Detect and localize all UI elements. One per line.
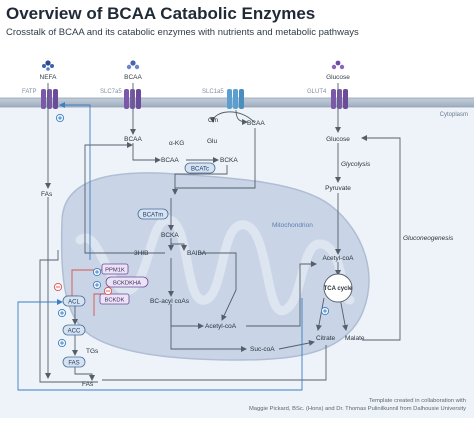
label-glut4: GLUT4 — [307, 89, 327, 95]
plus-regulation-icon — [320, 306, 330, 316]
page-title: Overview of BCAA Catabolic Enzymes — [6, 4, 316, 23]
met-baiba: BAIBA — [187, 250, 207, 257]
mitochondrion-cristae — [75, 215, 355, 316]
minus-regulation-icon — [103, 286, 113, 296]
tca-cycle: TCA cycle — [323, 273, 353, 303]
enzyme-bckdkha: BCKDKHA — [105, 276, 149, 288]
credit-line-1: Template created in collaboration with — [369, 398, 466, 404]
met-bcaa-cyto: BCAA — [124, 136, 142, 143]
slc1a5-transporter — [227, 89, 244, 109]
nefa-molecule-icon — [42, 60, 54, 71]
met-acetylcoa-mito: Acetyl-coA — [205, 323, 237, 330]
met-bcaa-ex: BCAA — [247, 120, 265, 127]
met-pyruvate: Pyruvate — [325, 185, 351, 192]
pathway-arrows — [39, 83, 401, 383]
glucose-molecule-icon — [331, 60, 345, 70]
svg-text:ACC: ACC — [68, 329, 81, 335]
svg-text:BCKDK: BCKDK — [105, 298, 125, 304]
met-acetylcoa-tca: Acetyl-coA — [322, 255, 354, 262]
met-akg: α-KG — [169, 140, 184, 147]
tca-label: TCA cycle — [324, 286, 353, 292]
svg-text:BCKDKHA: BCKDKHA — [113, 281, 141, 287]
met-bcaa-mid: BCAA — [161, 157, 179, 164]
enzyme-bcatm: BCATm — [137, 208, 169, 220]
enzyme-bckdk: BCKDK — [99, 293, 130, 305]
plus-regulation-icon — [57, 338, 67, 348]
enzyme-bcatc: BCATc — [184, 162, 216, 174]
svg-text:FAS: FAS — [68, 361, 79, 367]
met-malate: Malate — [345, 335, 365, 342]
svg-text:PPM1K: PPM1K — [105, 268, 125, 274]
svg-text:BCATc: BCATc — [191, 167, 209, 173]
met-tgs: TGs — [86, 348, 99, 355]
stimulatory-arrows — [17, 102, 303, 391]
met-fas-bottom: FAs — [82, 381, 94, 388]
svg-text:BCATm: BCATm — [143, 213, 164, 219]
met-bcka-mito: BCKA — [161, 232, 179, 239]
pathway-gluconeogenesis: Gluconeogenesis — [403, 235, 454, 242]
page-subtitle: Crosstalk of BCAA and its catabolic enzy… — [6, 27, 359, 38]
credit-line-2: Maggie Pickard, BSc. (Hons) and Dr. Thom… — [248, 406, 466, 412]
met-citrate: Citrate — [316, 335, 336, 342]
met-glucose: Glucose — [326, 136, 350, 143]
met-fas-top: FAs — [41, 191, 53, 198]
enzyme-ppm1k: PPM1K — [101, 263, 129, 275]
mitochondrion-label: Mitochondrion — [272, 222, 313, 229]
met-succoa: Suc-coA — [250, 346, 275, 353]
met-gln: Gln — [208, 117, 219, 124]
enzyme-fas: FAS — [62, 356, 86, 368]
nutrient-glucose: Glucose — [326, 74, 350, 81]
label-slc7a5: SLC7a5 — [100, 89, 122, 95]
plus-regulation-icon — [92, 280, 102, 290]
bcaa-molecule-icon — [126, 60, 140, 70]
nutrient-nefa: NEFA — [40, 74, 58, 81]
svg-text:ACL: ACL — [68, 300, 80, 306]
minus-regulation-icon — [53, 282, 63, 292]
enzyme-acl: ACL — [62, 295, 86, 307]
enzyme-acc: ACC — [62, 324, 86, 336]
glut4-transporter — [331, 89, 348, 109]
nutrient-bcaa: BCAA — [124, 74, 142, 81]
fatp-transporter — [41, 89, 58, 109]
credit-note: Template created in collaboration with M… — [236, 397, 466, 413]
met-3hib: 3HIB — [134, 250, 148, 257]
cytoplasm-label: Cytoplasm — [440, 112, 468, 118]
met-bc-acyl-coas: BC-acyl coAs — [150, 298, 190, 305]
label-fatp: FATP — [22, 89, 37, 95]
slc7a5-transporter — [124, 89, 141, 109]
met-bcka-cyto: BCKA — [220, 157, 238, 164]
plus-regulation-icon — [57, 308, 67, 318]
label-slc1a5: SLC1a5 — [202, 89, 224, 95]
pathway-glycolysis: Glycolysis — [341, 161, 371, 168]
plus-regulation-icon — [92, 267, 102, 277]
met-glu: Glu — [207, 138, 218, 145]
plus-regulation-icon — [55, 113, 65, 123]
